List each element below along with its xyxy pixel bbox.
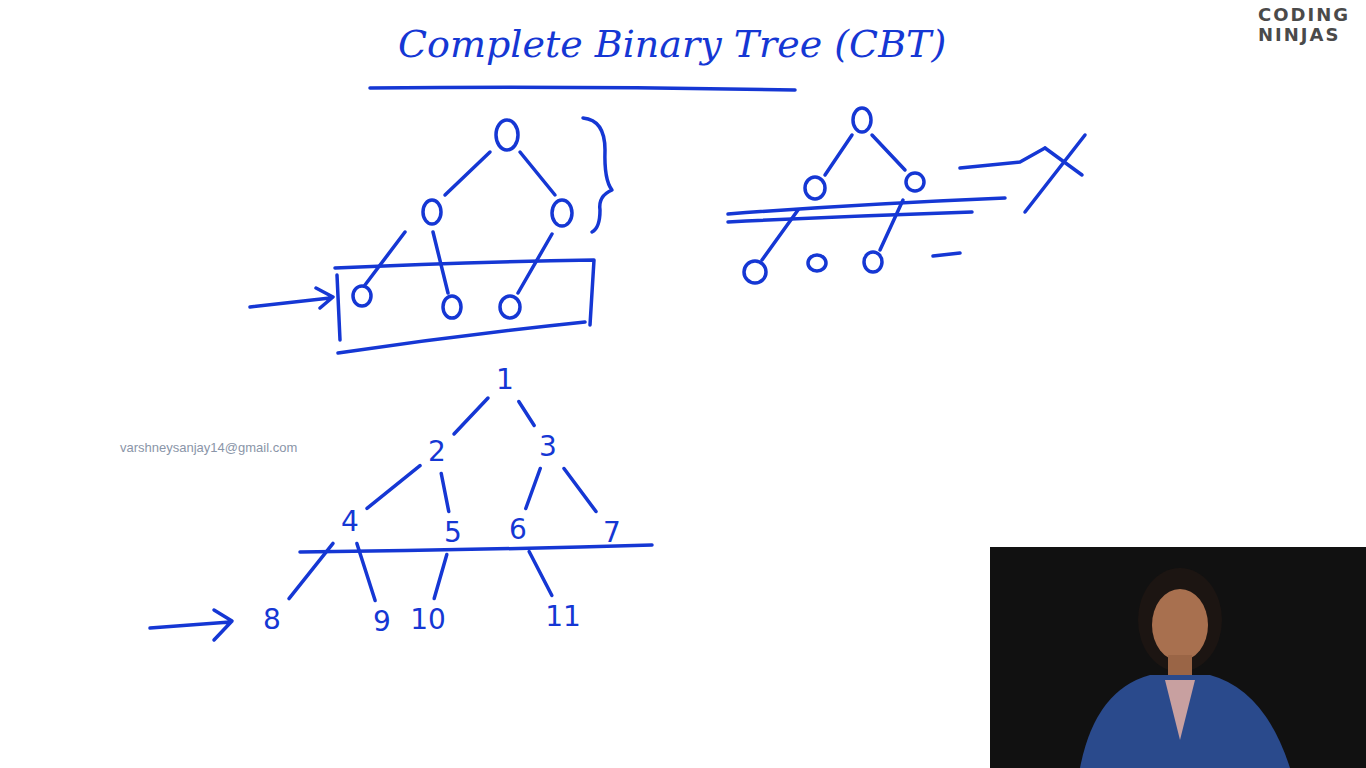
tree-edge <box>357 544 375 601</box>
node-number: 8 <box>263 605 281 636</box>
node-number: 9 <box>373 607 391 638</box>
diagram-title: Complete Binary Tree (CBT) <box>398 22 946 66</box>
tree-edge <box>529 552 552 596</box>
node-number: 10 <box>410 605 446 636</box>
right-tree-figure <box>728 108 1085 283</box>
tree-node: 6 <box>505 513 531 548</box>
tree-node: 4 <box>337 505 363 540</box>
tree-node: 10 <box>406 603 450 638</box>
presenter-video <box>990 547 1366 768</box>
tree-node: 3 <box>535 430 561 465</box>
node-number: 4 <box>341 507 359 538</box>
tree-edge <box>519 402 534 426</box>
tree-node: 11 <box>541 600 585 635</box>
title-underline <box>370 87 795 90</box>
tree-edge <box>564 469 596 512</box>
node-number: 5 <box>444 518 462 549</box>
tree-edge <box>434 555 447 599</box>
tree-node: 8 <box>259 603 285 638</box>
tree-node: 7 <box>599 516 625 551</box>
email-watermark: varshneysanjay14@gmail.com <box>120 440 297 455</box>
tree-edge <box>441 474 449 512</box>
node-number: 11 <box>545 602 581 633</box>
tree-edge <box>526 469 540 509</box>
tree-node: 9 <box>369 605 395 640</box>
node-number: 1 <box>496 365 514 396</box>
pointer-arrow <box>150 610 232 640</box>
tree-node: 1 <box>492 363 518 398</box>
node-number: 2 <box>428 437 446 468</box>
node-number: 7 <box>603 518 621 549</box>
tree-node: 2 <box>424 435 450 470</box>
level-divider-line <box>300 545 652 552</box>
tree-edge <box>289 543 333 598</box>
tree-edge <box>454 398 488 434</box>
tree-edge <box>367 466 420 509</box>
tree-node: 5 <box>440 516 466 551</box>
brand-logo-text: NINJAS <box>1258 24 1340 45</box>
node-number: 6 <box>509 515 527 546</box>
node-number: 3 <box>539 432 557 463</box>
brand-logo-text: CODING <box>1258 4 1350 25</box>
left-tree-figure <box>250 118 612 353</box>
